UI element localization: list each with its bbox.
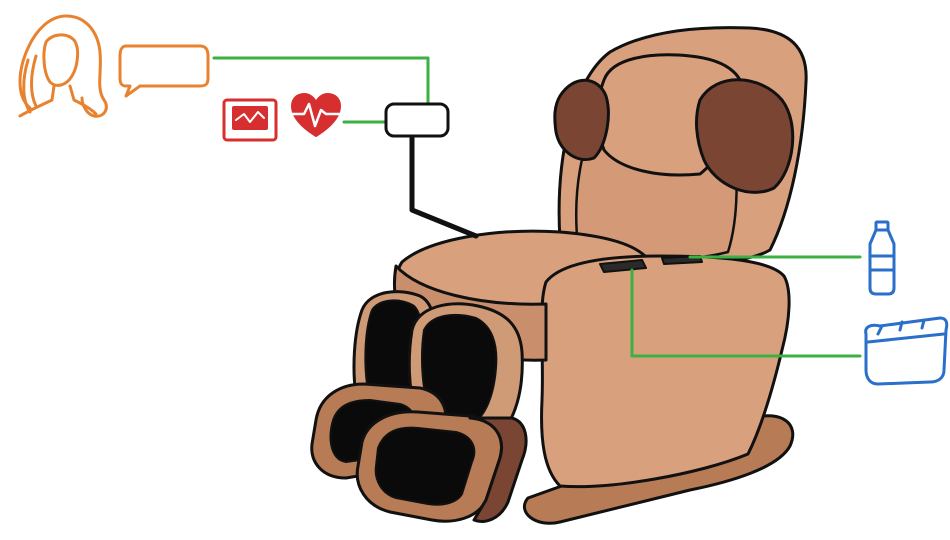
line-speech-to-controller: [212, 56, 430, 106]
line-panel-to-storage: [630, 268, 862, 358]
controller-arm: [409, 133, 479, 239]
chair-left-cushion: [553, 78, 610, 161]
chair-right-cushion: [695, 78, 795, 194]
foot-rest-right-slot: [374, 426, 476, 506]
remote-control-icon[interactable]: [384, 102, 450, 138]
connector-lines: [212, 56, 862, 358]
heart-rate-icon: [286, 93, 346, 137]
chair-armrest: [540, 254, 791, 489]
remote-control-body[interactable]: [384, 102, 450, 138]
massage-chair: [310, 26, 808, 525]
water-bottle-icon: [868, 220, 896, 296]
storage-tray-icon: [864, 316, 949, 386]
woman-head-icon: [18, 14, 108, 118]
armrest-control-panel: [599, 259, 647, 273]
foot-rest-front-cap: [468, 416, 528, 523]
monitor-icon: [222, 98, 278, 142]
speech-bubble-icon: [118, 44, 210, 98]
